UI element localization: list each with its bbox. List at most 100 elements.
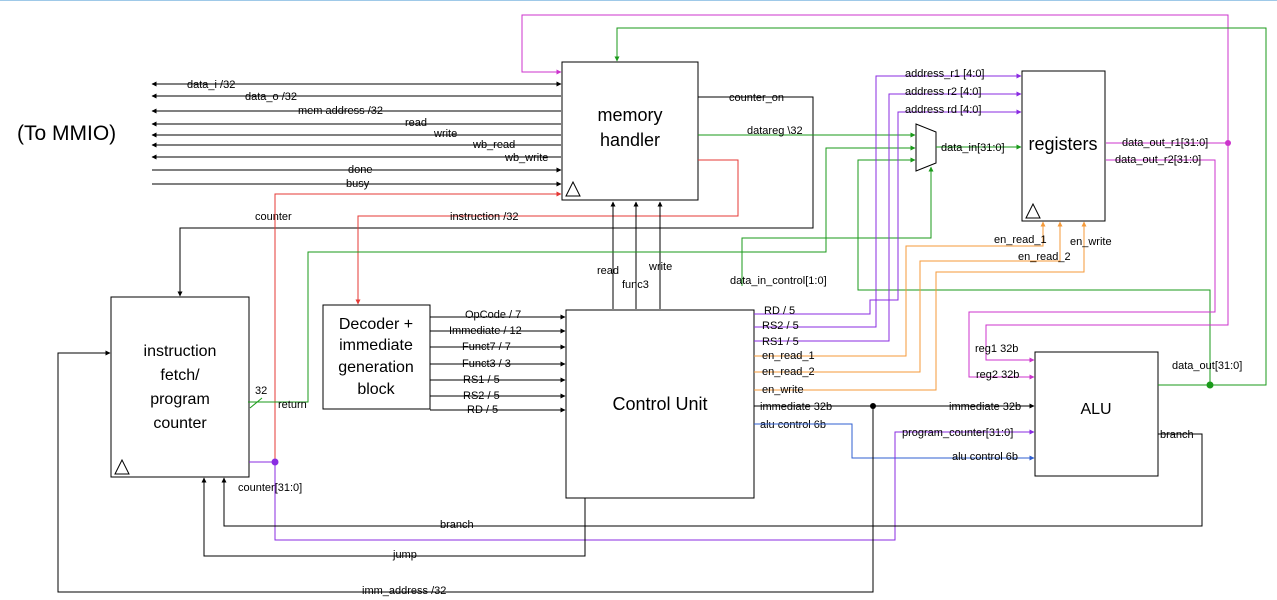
return-label: return xyxy=(278,399,307,411)
alu-title: ALU xyxy=(1080,401,1111,418)
jump-wire xyxy=(201,477,586,557)
bus32-label: 32 xyxy=(255,385,267,397)
read-mmio-label: read xyxy=(405,117,427,129)
alu-control-wire xyxy=(754,423,1035,461)
address-r1-wire xyxy=(754,73,1022,328)
decoder-output-lines xyxy=(430,314,566,413)
data-in-label: data_in[31:0] xyxy=(941,142,1005,154)
data-out-r1-label: data_out_r1[31:0] xyxy=(1122,137,1208,149)
instruction-fetch-block xyxy=(110,296,250,478)
datareg-label: datareg \32 xyxy=(747,125,803,137)
data-i-label: data_i /32 xyxy=(187,79,235,91)
rd-dec-label: RD / 5 xyxy=(467,404,498,416)
rd-cu-label: RD / 5 xyxy=(764,305,795,317)
alu-block xyxy=(1034,351,1159,477)
en-read-1-cu-label: en_read_1 xyxy=(762,350,815,362)
funct3-label: Funct3 / 3 xyxy=(462,358,511,370)
alu-control-cu-label: alu control 6b xyxy=(760,419,826,431)
registers-title: registers xyxy=(1028,134,1097,154)
en-write-top-label: en_write xyxy=(1070,236,1112,248)
instruction-wire xyxy=(355,159,739,305)
alu-control-alu-label: alu control 6b xyxy=(952,451,1018,463)
branch-bottom-label: branch xyxy=(440,519,474,531)
fetch-title-1: instruction xyxy=(144,343,217,360)
rs2-cu-label: RS2 / 5 xyxy=(762,320,799,332)
en-read-1-top-label: en_read_1 xyxy=(994,234,1047,246)
registers-clock-icon xyxy=(1025,202,1041,219)
fetch-title-2: fetch/ xyxy=(160,367,200,384)
write-cu-label: write xyxy=(648,261,672,273)
decoder-title-2: immediate xyxy=(339,337,413,354)
decoder-block xyxy=(322,304,431,410)
imm-address-wire xyxy=(57,350,874,593)
wb-read-label: wb_read xyxy=(472,139,515,151)
instruction-label: instruction /32 xyxy=(450,211,518,223)
func3-label: func3 xyxy=(622,279,649,291)
write-mmio-label: write xyxy=(433,128,457,140)
counter-31-label: counter[31:0] xyxy=(238,482,302,494)
memory-handler-clock-icon xyxy=(565,180,581,197)
read-cu-label: read xyxy=(597,265,619,277)
immediate12-label: Immediate / 12 xyxy=(449,325,522,337)
data-in-mux xyxy=(915,123,937,172)
counter-on-wire xyxy=(177,96,814,297)
reg2-label: reg2 32b xyxy=(976,369,1019,381)
data-out-r2-wire xyxy=(968,159,1216,380)
rs1-cu-label: RS1 / 5 xyxy=(762,336,799,348)
rs1-dec-label: RS1 / 5 xyxy=(463,374,500,386)
address-r2-wire xyxy=(754,91,1022,342)
data-out-label: data_out[31:0] xyxy=(1172,360,1242,372)
rs2-dec-label: RS2 / 5 xyxy=(463,390,500,402)
data-in-control-label: data_in_control[1:0] xyxy=(730,275,827,287)
program-counter-label: program_counter[31:0] xyxy=(902,427,1013,439)
branch-alu-label: branch xyxy=(1160,429,1194,441)
counter-on-label: counter_on xyxy=(729,92,784,104)
address-rd-label: address rd [4:0] xyxy=(905,104,981,116)
data-out-r2-label: data_out_r2[31:0] xyxy=(1115,154,1201,166)
alu-to-mux-wire xyxy=(857,157,1211,385)
memory-handler-block xyxy=(561,61,699,201)
data-in-control-wire xyxy=(741,166,934,286)
fetch-title-4: counter xyxy=(153,415,207,432)
wb-write-label: wb_write xyxy=(504,152,548,164)
immediate-32b-alu-label: immediate 32b xyxy=(949,401,1021,413)
opcode-label: OpCode / 7 xyxy=(465,309,521,321)
decoder-title-1: Decoder + xyxy=(339,316,413,333)
done-label: done xyxy=(348,164,372,176)
mmio-lines xyxy=(151,81,562,187)
top-border xyxy=(0,0,1277,1)
immediate-32b-cu-label: immediate 32b xyxy=(760,401,832,413)
en-write-cu-label: en_write xyxy=(762,384,804,396)
program-counter-wire xyxy=(274,429,1035,541)
decoder-title-3: generation xyxy=(338,359,414,376)
jump-label: jump xyxy=(392,549,417,561)
registers-block xyxy=(1021,70,1106,222)
decoder-title-4: block xyxy=(357,381,395,398)
data-out-r1-wire xyxy=(985,142,1229,363)
en-read-1-wire xyxy=(754,221,1046,357)
funct7-label: Funct7 / 7 xyxy=(462,341,511,353)
control-unit-block xyxy=(565,309,755,499)
pc-counter-red-wire xyxy=(274,191,562,462)
data-out-junction xyxy=(1206,381,1214,389)
imm-address-label: imm_address /32 xyxy=(362,585,446,597)
address-r2-label: address r2 [4:0] xyxy=(905,86,981,98)
address-r1-label: address_r1 [4:0] xyxy=(905,68,985,80)
to-mmio-note: (To MMIO) xyxy=(17,122,116,145)
branch-wire xyxy=(221,433,1203,527)
alu-result-to-memory-wire xyxy=(521,14,1229,143)
mem-address-label: mem address /32 xyxy=(298,105,383,117)
en-read-2-wire xyxy=(754,221,1063,373)
control-unit-title: Control Unit xyxy=(612,394,707,414)
cu-mem-control-lines xyxy=(610,201,663,309)
en-read-2-cu-label: en_read_2 xyxy=(762,366,815,378)
memory-handler-title-1: memory xyxy=(597,105,662,125)
bus-width-tick xyxy=(249,397,263,409)
data-o-label: data_o /32 xyxy=(245,91,297,103)
data-out-loop-wire xyxy=(614,27,1267,386)
en-read-2-top-label: en_read_2 xyxy=(1018,251,1071,263)
instruction-fetch-clock-icon xyxy=(114,458,130,475)
counter-label: counter xyxy=(255,211,292,223)
busy-label: busy xyxy=(346,178,370,190)
